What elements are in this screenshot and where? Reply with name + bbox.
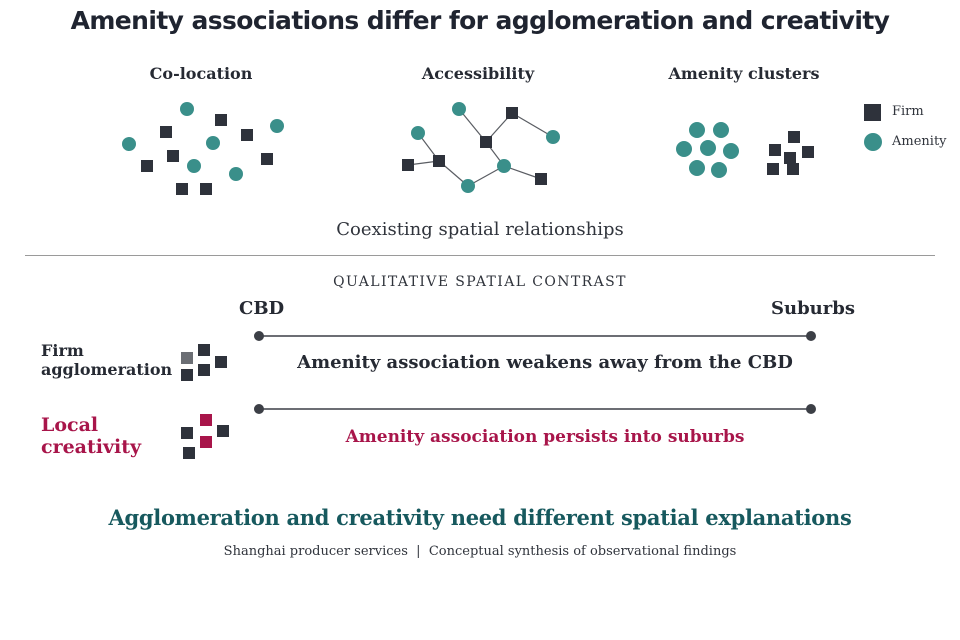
firm-square — [402, 159, 414, 171]
panel-title-amenity-clusters: Amenity clusters — [668, 64, 820, 83]
firm-square — [181, 427, 193, 439]
firm-square — [198, 364, 210, 376]
section-title: QUALITATIVE SPATIAL CONTRAST — [333, 274, 627, 290]
firm-square — [198, 344, 210, 356]
figure-title: Amenity associations differ for agglomer… — [70, 6, 890, 35]
amenity-dot — [229, 167, 243, 181]
firm-square — [433, 155, 445, 167]
section-divider — [25, 255, 935, 256]
amenity-dot — [270, 119, 284, 133]
firm-square — [181, 369, 193, 381]
amenity-dot — [461, 179, 475, 193]
axis-label-cbd: CBD — [239, 298, 285, 319]
amenity-dot — [187, 159, 201, 173]
legend-firm-icon — [864, 104, 881, 121]
amenity-dot — [689, 122, 705, 138]
row-label-line: Firm — [41, 341, 84, 360]
amenity-dot — [711, 162, 727, 178]
suburbs-endpoint — [806, 404, 816, 414]
source-note: Shanghai producer services | Conceptual … — [223, 544, 737, 559]
firm-square — [176, 183, 188, 195]
firm-square — [215, 114, 227, 126]
row-firm-agglomeration-icon — [181, 344, 227, 381]
row-text-agglomeration: Amenity association weakens away from th… — [297, 352, 793, 373]
conclusion-text: Agglomeration and creativity need differ… — [108, 505, 852, 530]
row-label-local-creativity: Local creativity — [41, 414, 141, 458]
panels-caption: Coexisting spatial relationships — [336, 219, 624, 240]
suburbs-endpoint — [806, 331, 816, 341]
accessibility-nodes — [402, 102, 560, 193]
firm-square — [141, 160, 153, 172]
row-text-creativity: Amenity association persists into suburb… — [345, 427, 745, 447]
panel-title-co-location: Co-location — [149, 64, 253, 83]
firm-square — [217, 425, 229, 437]
amenity-cluster — [676, 122, 739, 178]
amenity-dot — [723, 143, 739, 159]
creative-firm-square — [200, 414, 212, 426]
amenity-dot — [411, 126, 425, 140]
row-label-line: Local — [41, 414, 99, 436]
firm-square — [215, 356, 227, 368]
cbd-endpoint — [254, 404, 264, 414]
row-label-firm-agglomeration: Firm agglomeration — [41, 341, 172, 379]
co-location-scatter — [122, 102, 284, 195]
row-label-line: agglomeration — [41, 360, 173, 379]
row-label-line: creativity — [41, 436, 142, 458]
firm-square — [784, 152, 796, 164]
firm-square — [802, 146, 814, 158]
panel-title-accessibility: Accessibility — [421, 64, 535, 83]
network-link — [511, 112, 554, 138]
firm-square — [183, 447, 195, 459]
axis-label-suburbs: Suburbs — [771, 298, 855, 319]
amenity-dot — [497, 159, 511, 173]
amenity-dot — [713, 122, 729, 138]
firm-square — [241, 129, 253, 141]
amenity-dot — [676, 141, 692, 157]
firm-square — [160, 126, 172, 138]
legend-amenity-label: Amenity — [892, 134, 947, 149]
amenity-dot — [180, 102, 194, 116]
amenity-dot — [122, 137, 136, 151]
legend-amenity-icon — [864, 133, 882, 151]
amenity-dot — [546, 130, 560, 144]
firm-square — [506, 107, 518, 119]
firm-square — [181, 352, 193, 364]
creative-firm-square — [200, 436, 212, 448]
firm-square — [767, 163, 779, 175]
legend-firm-label: Firm — [892, 104, 924, 119]
firm-square — [787, 163, 799, 175]
firm-square — [769, 144, 781, 156]
row-local-creativity-icon — [181, 414, 229, 459]
firm-cluster — [767, 131, 814, 175]
firm-square — [788, 131, 800, 143]
amenity-dot — [689, 160, 705, 176]
cbd-endpoint — [254, 331, 264, 341]
firm-square — [261, 153, 273, 165]
amenity-dot — [206, 136, 220, 150]
amenity-dot — [700, 140, 716, 156]
firm-square — [200, 183, 212, 195]
firm-square — [480, 136, 492, 148]
amenity-dot — [452, 102, 466, 116]
firm-square — [535, 173, 547, 185]
firm-square — [167, 150, 179, 162]
